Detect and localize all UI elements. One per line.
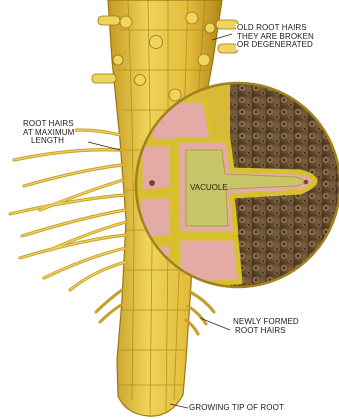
label-vacuole: VACUOLE (190, 183, 228, 192)
label-growing-tip: GROWING TIP OF ROOT (188, 404, 285, 413)
label-line: LENGTH (23, 137, 74, 146)
label-old-root-hairs: OLD ROOT HAIRS THEY ARE BROKEN OR DEGENE… (236, 24, 315, 50)
label-newly-formed: NEWLY FORMED ROOT HAIRS (232, 318, 300, 335)
label-line: OR DEGENERATED (237, 41, 314, 50)
label-line: ROOT HAIRS (233, 327, 299, 336)
label-root-hairs-max: ROOT HAIRS AT MAXIMUM LENGTH (22, 120, 75, 146)
